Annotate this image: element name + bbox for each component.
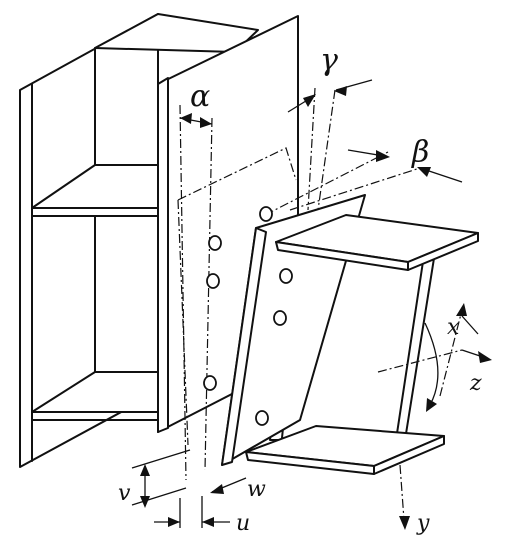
x-rotation-arc [424,322,439,406]
beam [221,194,479,475]
z-axis-arrowhead [478,351,492,363]
x-axis-extension [461,315,479,335]
beta-reference-tilted [289,167,421,211]
beam-web-edge-right [395,254,425,441]
column-bolt [203,375,217,391]
w-arrowhead [210,484,224,494]
u-label: u [236,511,250,536]
v-label: v [118,481,131,506]
w-label: w [247,477,266,502]
rotation-indicators [179,79,463,183]
column-top-cap [94,13,259,53]
alpha-reference-vertical [179,104,187,481]
gamma-reference-vertical [307,87,316,211]
alpha-label: α [190,79,210,114]
x-axis-line [439,309,463,397]
beam-end-plate-side [221,227,267,466]
gamma-arrowhead [334,86,347,96]
x-axis-label: x [447,315,460,340]
z-axis-line [377,349,463,373]
v-extension-upper [131,449,191,469]
beta-arrowhead [417,167,431,177]
displacement-dimensions [131,449,247,528]
beam-axes [377,303,492,530]
column-bolt [206,273,220,289]
beta-label: β [411,135,429,170]
y-axis-line [399,464,405,521]
alpha-arrowhead [200,117,212,128]
u-arrowhead [168,517,180,527]
beam-bottom-flange-end [373,435,445,475]
column-bolt [208,235,222,251]
beam-bolt [273,310,287,326]
v-arrowhead [140,496,150,508]
reference-lines [177,87,421,481]
beta-arrowhead [376,150,390,162]
v-arrowhead [140,464,150,476]
x-axis-arrowhead [456,303,467,316]
v-extension-lower [131,487,187,506]
labels: α γ β x z y v u w [118,43,482,536]
endplate-reference-outline [177,147,297,201]
beam-bolt [255,410,269,426]
y-axis-arrowhead [399,516,410,530]
beta-reference-line [264,151,389,216]
alpha-reference-tilted [204,117,213,471]
y-axis-label: y [416,511,430,536]
beam-bolt [279,268,293,284]
column-front-flange-side [157,77,169,433]
gamma-arrowhead [303,94,316,107]
alpha-arrowhead [180,113,192,124]
x-rotation-arrowhead [426,398,437,412]
beam-bolts [255,268,293,426]
gamma-label: γ [320,43,338,78]
gamma-reference-tilted [317,89,336,211]
z-axis-label: z [469,371,482,396]
column-bolts [203,206,273,391]
beam-top-flange-end [407,232,479,271]
column-bolt [259,206,273,222]
u-arrowhead [202,517,214,527]
